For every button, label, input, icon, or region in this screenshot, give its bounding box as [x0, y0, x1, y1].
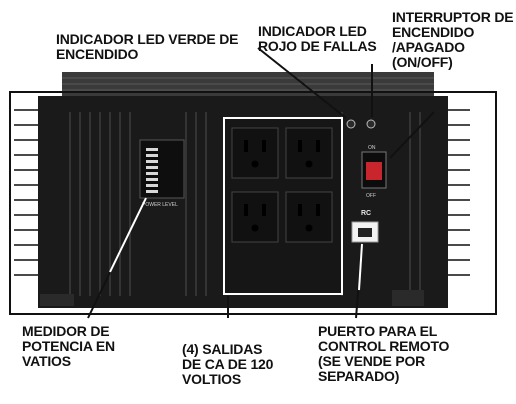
label-red-led-line2: ROJO DE FALLAS	[258, 38, 377, 54]
label-remote-port-line4: SEPARADO)	[318, 368, 400, 384]
label-remote-port: PUERTO PARA EL CONTROL REMOTO (SE VENDE …	[318, 324, 449, 384]
label-red-led: INDICADOR LED ROJO DE FALLAS	[258, 24, 377, 54]
label-outlets: (4) SALIDAS DE CA DE 120 VOLTIOS	[182, 342, 273, 387]
label-remote-port-line1: PUERTO PARA EL	[318, 323, 438, 339]
label-power-meter-line2: POTENCIA EN	[22, 338, 115, 354]
label-remote-port-line3: (SE VENDE POR	[318, 353, 426, 369]
label-green-led: INDICADOR LED VERDE DE ENCENDIDO	[56, 32, 238, 62]
label-power-switch-line1: INTERRUPTOR DE	[392, 9, 514, 25]
power-level-text: POWER LEVEL	[142, 202, 178, 208]
label-green-led-line2: ENCENDIDO	[56, 46, 139, 62]
label-outlets-line1: (4) SALIDAS	[182, 341, 263, 357]
label-green-led-line1: INDICADOR LED VERDE DE	[56, 31, 239, 47]
label-red-led-line1: INDICADOR LED	[258, 23, 367, 39]
rc-text: RC	[361, 210, 371, 217]
ac-outlet-1	[231, 127, 279, 179]
switch-off-text: OFF	[366, 193, 376, 199]
ac-outlet-2	[285, 127, 333, 179]
label-power-meter: MEDIDOR DE POTENCIA EN VATIOS	[22, 324, 115, 369]
label-outlets-line3: VOLTIOS	[182, 371, 242, 387]
power-meter-bars	[146, 148, 158, 193]
foot-left	[40, 294, 74, 306]
label-power-switch-line2: ENCENDIDO	[392, 24, 475, 40]
label-power-meter-line1: MEDIDOR DE	[22, 323, 110, 339]
red-led	[366, 119, 376, 129]
foot-right	[392, 290, 424, 306]
label-power-switch-line4: (ON/OFF)	[392, 54, 453, 70]
ac-outlet-4	[285, 191, 333, 243]
label-power-meter-line3: VATIOS	[22, 353, 71, 369]
right-side-fins	[448, 109, 470, 276]
label-power-switch-line3: /APAGADO	[392, 39, 465, 55]
label-outlets-line2: DE CA DE 120	[182, 356, 274, 372]
front-panel-frame	[9, 91, 497, 315]
ac-outlet-3	[231, 191, 279, 243]
label-remote-port-line2: CONTROL REMOTO	[318, 338, 450, 354]
label-power-switch: INTERRUPTOR DE ENCENDIDO /APAGADO (ON/OF…	[392, 9, 514, 70]
inverter-top-housing	[62, 72, 434, 98]
green-led	[346, 119, 356, 129]
rocker-red-paddle	[366, 162, 382, 180]
left-side-fins	[14, 109, 38, 276]
switch-on-text: ON	[368, 145, 376, 151]
